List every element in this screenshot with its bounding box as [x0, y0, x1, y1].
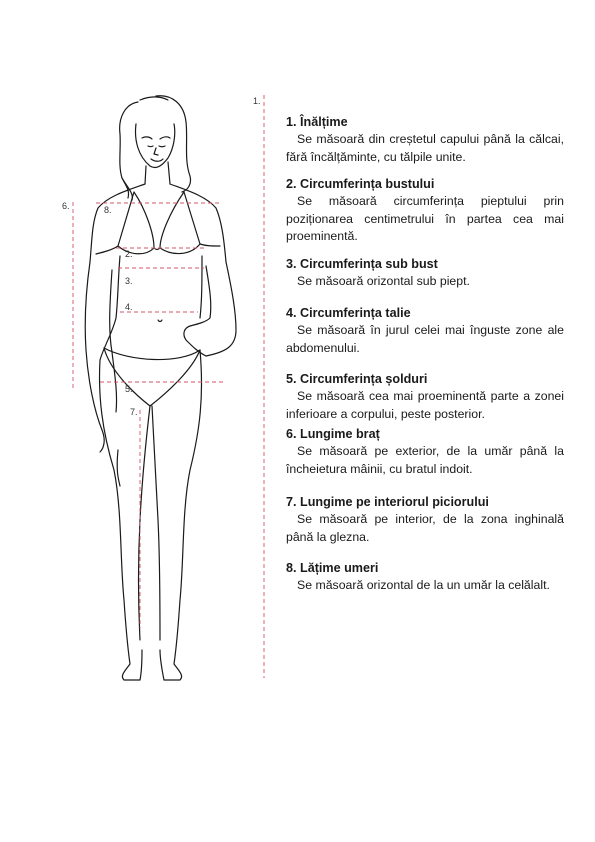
instruction-title: 6. Lungime braț — [286, 427, 380, 441]
instruction-title: 7. Lungime pe interiorul piciorului — [286, 495, 489, 509]
instruction-height: 1. Înălțime Se măsoară din creștetul cap… — [286, 114, 564, 166]
body-measurement-figure: 1. 2. 3. 4. 5. 6. 7. 8. — [62, 95, 265, 681]
instruction-text: Se măsoară din creștetul capului până la… — [286, 132, 564, 164]
instruction-title: 2. Circumferința bustului — [286, 177, 435, 191]
body-outline — [84, 95, 237, 681]
instruction-inseam: 7. Lungime pe interiorul piciorului Se m… — [286, 494, 564, 546]
instruction-title: 1. Înălțime — [286, 115, 348, 129]
instruction-arm-length: 6. Lungime braț Se măsoară pe exterior, … — [286, 426, 564, 478]
label-7: 7. — [130, 407, 138, 417]
instruction-title: 3. Circumferința sub bust — [286, 256, 438, 271]
instruction-text: Se măsoară orizontal de la un umăr la ce… — [297, 578, 550, 592]
label-4: 4. — [125, 302, 133, 312]
label-3: 3. — [125, 276, 133, 286]
instruction-shoulder-width: 8. Lățime umeri Se măsoară orizontal de … — [286, 560, 564, 595]
instruction-text: Se măsoară orizontal sub piept. — [297, 273, 470, 288]
instruction-text: Se măsoară cea mai proeminentă parte a z… — [286, 389, 564, 421]
instruction-waist: 4. Circumferința talie Se măsoară în jur… — [286, 305, 564, 357]
instruction-title: 8. Lățime umeri — [286, 561, 379, 575]
instruction-text: Se măsoară pe exterior, de la umăr până … — [286, 444, 564, 476]
label-2: 2. — [125, 249, 133, 259]
instruction-title: 4. Circumferința talie — [286, 306, 411, 320]
measurement-labels: 1. 2. 3. 4. 5. 6. 7. 8. — [62, 96, 261, 417]
measurement-lines — [72, 95, 265, 678]
instruction-text: Se măsoară pe interior, de la zona inghi… — [286, 512, 564, 544]
instruction-bust: 2. Circumferința bustului Se măsoară cir… — [286, 176, 564, 246]
instruction-under-bust: 3. Circumferința sub bust Se măsoară ori… — [286, 256, 564, 291]
label-6: 6. — [62, 201, 70, 211]
instruction-hips: 5. Circumferința șolduri Se măsoară cea … — [286, 371, 564, 423]
instruction-title: 5. Circumferința șolduri — [286, 372, 428, 386]
instruction-text: Se măsoară în jurul celei mai înguste zo… — [286, 323, 564, 355]
label-5: 5. — [125, 384, 133, 394]
instruction-text: Se măsoară circumferința pieptului prin … — [286, 194, 564, 243]
measurement-instructions: 1. Înălțime Se măsoară din creștetul cap… — [286, 114, 564, 595]
label-1: 1. — [253, 96, 261, 106]
label-8: 8. — [104, 205, 112, 215]
